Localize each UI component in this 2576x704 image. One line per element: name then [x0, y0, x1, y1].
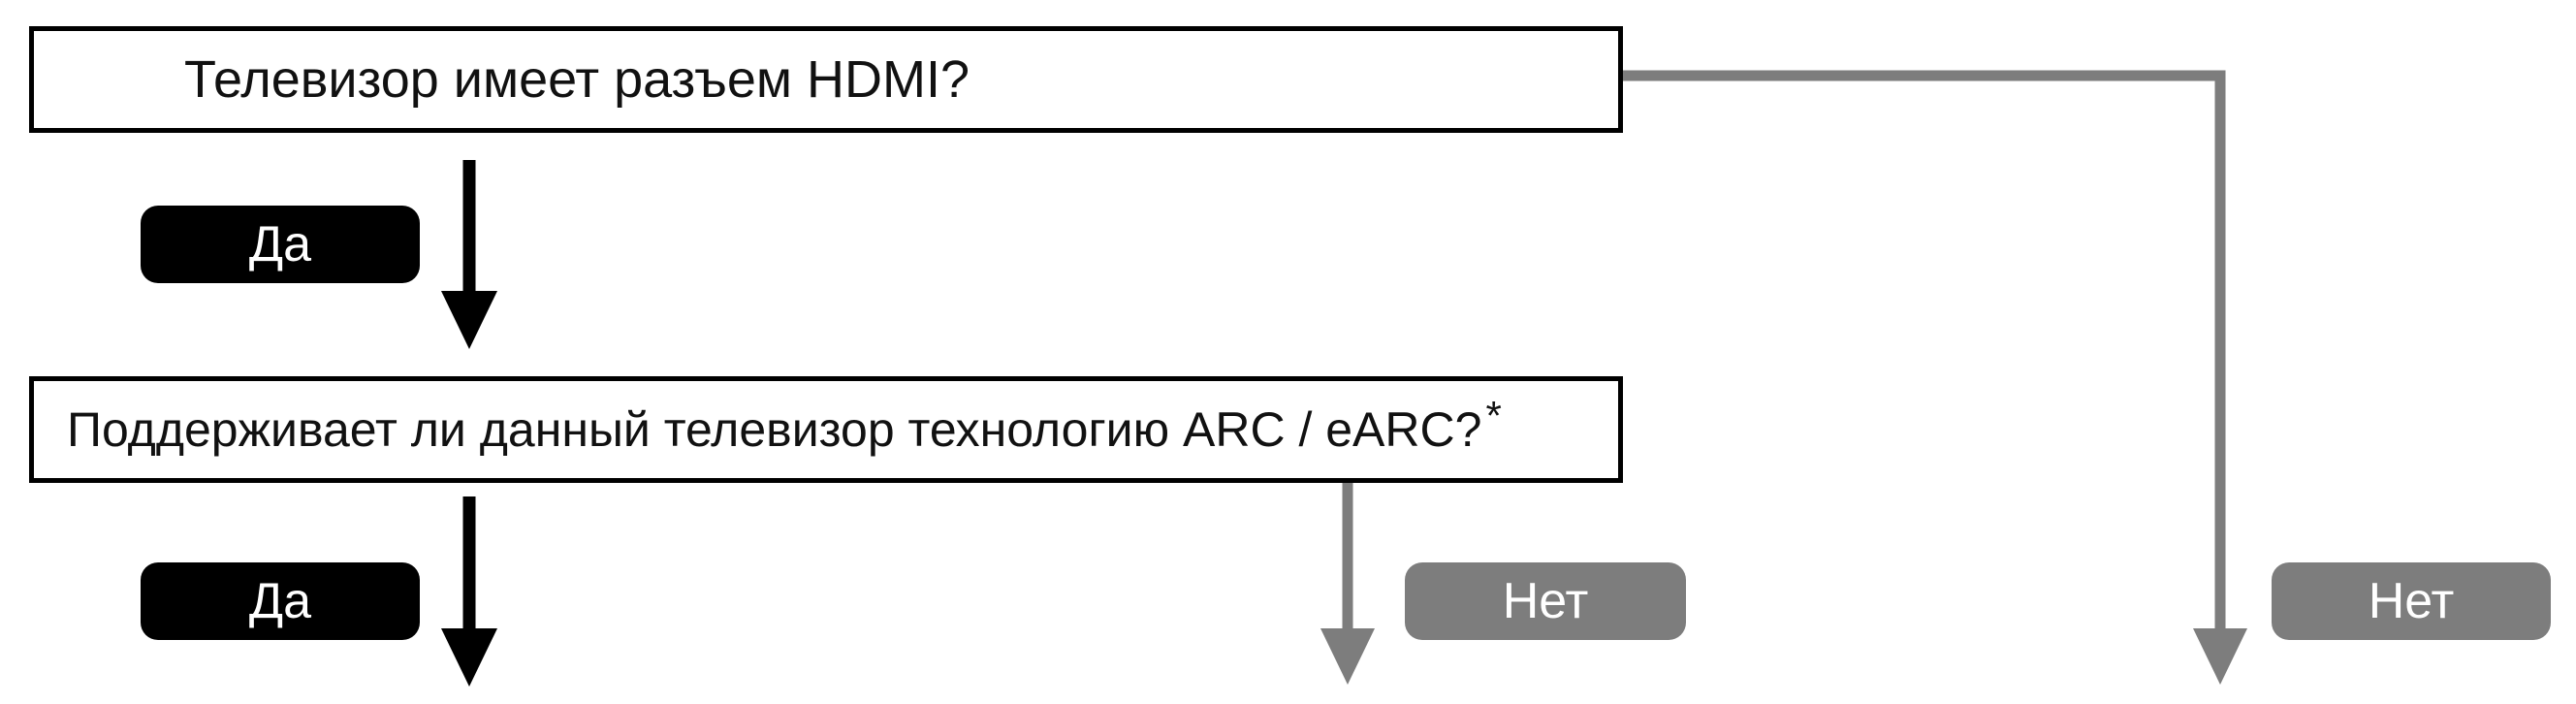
no-label-arc: Нет [1405, 562, 1686, 640]
question-hdmi-box: Телевизор имеет разъем HDMI? [29, 26, 1623, 133]
yes-label-2-text: Да [248, 573, 312, 629]
no-label-hdmi: Нет [2272, 562, 2551, 640]
yes-label-2: Да [141, 562, 420, 640]
no-arrow-1 [1623, 70, 2247, 685]
yes-arrow-2 [441, 496, 497, 687]
no-arrow-2 [1320, 483, 1375, 685]
no-label-hdmi-text: Нет [2368, 573, 2455, 629]
yes-arrow-1 [441, 160, 497, 349]
question-arc-box: Поддерживает ли данный телевизор техноло… [29, 376, 1623, 483]
footnote-asterisk: * [1485, 393, 1502, 438]
yes-label-1: Да [141, 206, 420, 283]
yes-label-1-text: Да [248, 216, 312, 272]
no-label-arc-text: Нет [1502, 573, 1589, 629]
question-arc-text: Поддерживает ли данный телевизор техноло… [67, 402, 1482, 457]
question-hdmi-text: Телевизор имеет разъем HDMI? [184, 50, 970, 109]
